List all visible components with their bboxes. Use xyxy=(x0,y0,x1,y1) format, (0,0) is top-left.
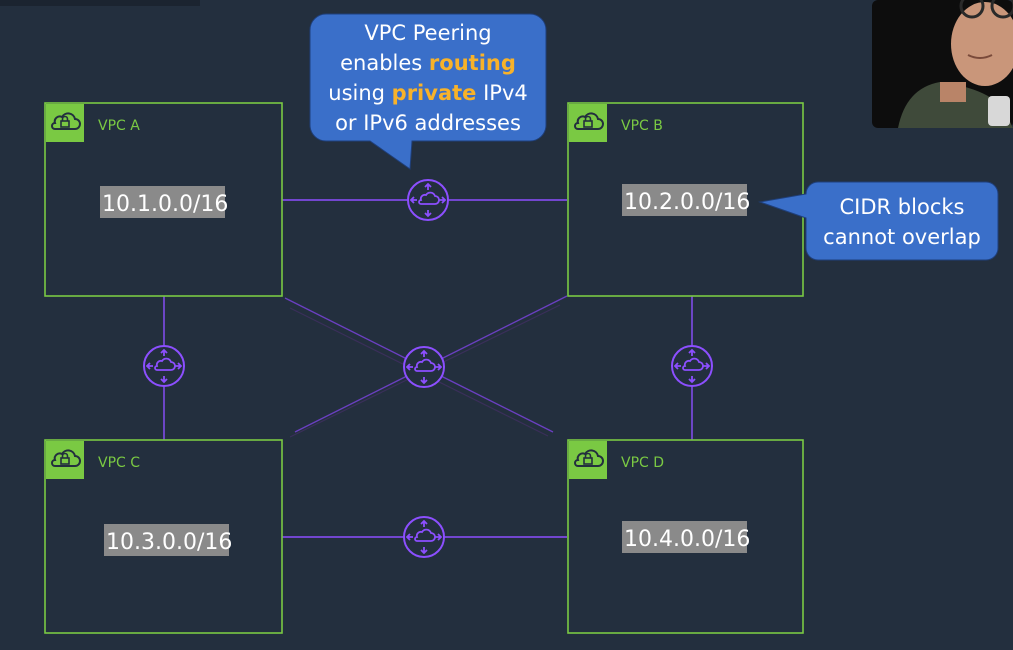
vpc-cloud-lock-icon xyxy=(568,440,608,480)
peering-connection-icon[interactable] xyxy=(143,345,185,387)
presenter-glasses-right xyxy=(990,0,1013,19)
vpc-b-label: VPC B xyxy=(621,118,663,134)
vpc-d-cidr-highlight xyxy=(622,521,747,553)
peering-callout-line3-text: using xyxy=(328,81,391,105)
vpc-cloud-lock-icon xyxy=(45,440,85,480)
vpc-a-label: VPC A xyxy=(98,118,140,134)
presenter-face xyxy=(951,2,1013,86)
peering-callout-line2-text: enables xyxy=(340,51,429,75)
vpc-b-box[interactable]: VPC B 10.2.0.0/16 xyxy=(567,102,804,297)
vpc-c-label: VPC C xyxy=(98,455,140,471)
vpc-a-cidr-highlight xyxy=(100,186,225,218)
peering-callout-line4: or IPv6 addresses xyxy=(335,111,521,135)
peering-connection-icon[interactable] xyxy=(407,179,449,221)
vpc-b-cidr-highlight xyxy=(622,184,747,216)
presenter-shirt xyxy=(898,82,1013,128)
cidr-callout-line1: CIDR blocks xyxy=(840,195,965,219)
vpc-d-cidr: 10.4.0.0/16 xyxy=(624,527,750,552)
presenter-neck xyxy=(940,82,966,102)
vpc-c-cidr: 10.3.0.0/16 xyxy=(106,530,232,555)
cidr-callout-line2: cannot overlap xyxy=(823,225,981,249)
peering-connection-icon[interactable] xyxy=(403,516,445,558)
peering-callout-line3: using private IPv4 xyxy=(328,81,527,105)
vpc-b-cidr: 10.2.0.0/16 xyxy=(624,190,750,215)
peering-callout: VPC Peering enables routing using privat… xyxy=(309,13,547,170)
presenter-mouth xyxy=(967,54,993,59)
peering-callout-line1: VPC Peering xyxy=(364,21,491,45)
vpc-a-box[interactable]: VPC A 10.1.0.0/16 xyxy=(44,102,283,297)
presenter-glasses-left xyxy=(959,0,985,19)
vpc-c-cidr-highlight xyxy=(104,524,229,556)
vpc-d-label: VPC D xyxy=(621,455,664,471)
routing-highlight: routing xyxy=(429,51,516,75)
vpc-a-cidr: 10.1.0.0/16 xyxy=(102,192,228,217)
peering-callout-line3-suffix: IPv4 xyxy=(476,81,527,105)
vpc-cloud-lock-icon xyxy=(568,103,608,143)
presenter-webcam xyxy=(872,0,1013,128)
cidr-callout: CIDR blocks cannot overlap xyxy=(758,181,999,261)
peering-callout-bubble xyxy=(309,13,547,170)
cidr-callout-bubble xyxy=(758,181,999,261)
vpc-c-box[interactable]: VPC C 10.3.0.0/16 xyxy=(44,439,283,634)
peering-connection-icon[interactable] xyxy=(671,345,713,387)
microphone-icon xyxy=(988,96,1010,126)
vpc-d-box[interactable]: VPC D 10.4.0.0/16 xyxy=(567,439,804,634)
peering-connection-icon[interactable] xyxy=(403,346,445,388)
peering-callout-line2: enables routing xyxy=(340,51,516,75)
slide-header-edge xyxy=(0,0,200,6)
private-highlight: private xyxy=(392,81,477,105)
vpc-cloud-lock-icon xyxy=(45,103,85,143)
